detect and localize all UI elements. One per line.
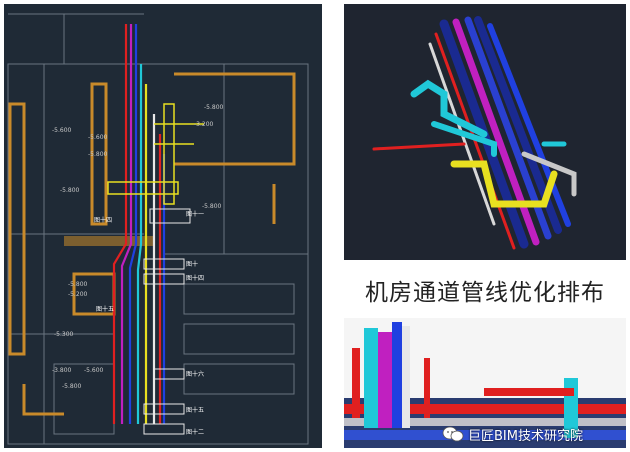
level-label: -5.200 (68, 291, 88, 298)
level-label: -5.800 (60, 187, 80, 194)
watermark: 巨匠BIM技术研究院 (442, 422, 628, 446)
render-pipes (352, 322, 578, 438)
level-labels: -5.600 -5.600 -5.800 -5.800 -3.200 -5.80… (52, 104, 224, 390)
level-label: -5.300 (54, 331, 74, 338)
level-label: -5.800 (202, 203, 222, 210)
room-label: 图十四 (94, 216, 112, 224)
hatched-strip (64, 236, 154, 246)
watermark-text: 巨匠BIM技术研究院 (468, 428, 583, 444)
orange-walls (8, 72, 296, 416)
cad-floor-plan: -5.600 -5.600 -5.800 -5.800 -3.200 -5.80… (4, 4, 322, 448)
pipe-bundle (112, 24, 166, 424)
room-label: 图十 (186, 260, 198, 268)
room-label: 图十二 (186, 428, 204, 436)
room-labels: 图十一 图十四 图十 图十四 图十五 图十六 图十二 图十五 (94, 210, 204, 436)
iso-pipes (372, 16, 577, 250)
cad-drawing: -5.600 -5.600 -5.800 -5.800 -3.200 -5.80… (7, 13, 309, 445)
yellow-branches (107, 103, 204, 205)
room-label: 图十六 (186, 370, 204, 378)
caption: 机房通道管线优化排布 (365, 280, 605, 306)
level-label: -5.800 (204, 104, 224, 111)
bim-pipes-3d (372, 16, 577, 250)
level-label: -3.200 (194, 121, 214, 128)
equipment-boxes (143, 208, 191, 435)
level-label: -5.800 (68, 281, 88, 288)
room-label: 图十五 (186, 406, 204, 414)
room-label: 图十一 (186, 210, 204, 218)
level-label: -5.600 (52, 127, 72, 134)
room-label: 图十四 (186, 274, 204, 282)
level-label: -5.600 (84, 367, 104, 374)
wechat-icon (442, 426, 464, 442)
bim-render-view (344, 318, 626, 448)
level-label: -3.800 (52, 367, 72, 374)
bim-render (344, 322, 626, 448)
room-label: 图十五 (96, 305, 114, 313)
bim-isometric-view (344, 4, 626, 260)
level-label: -5.600 (88, 134, 108, 141)
level-label: -5.800 (62, 383, 82, 390)
level-label: -5.800 (88, 151, 108, 158)
